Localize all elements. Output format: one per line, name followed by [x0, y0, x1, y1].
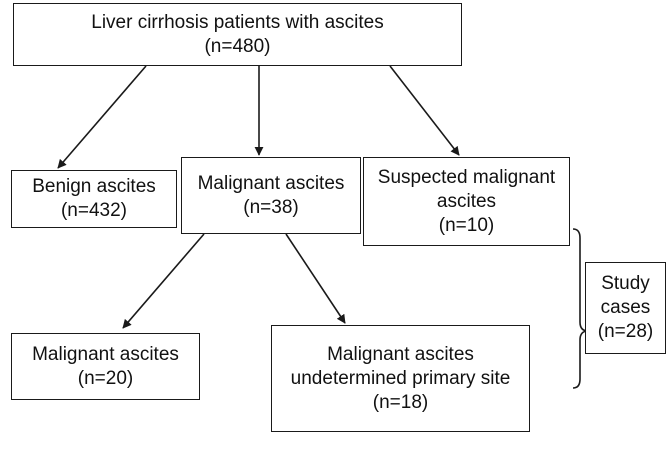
malignant-unknown-label-cont: undetermined primary site	[290, 367, 511, 389]
malignant-ascites-node: Malignant ascites (n=38)	[181, 157, 361, 234]
root-node-title: Liver cirrhosis patients with ascites	[91, 11, 384, 33]
suspected-malignant-node: Suspected malignant ascites (n=10)	[363, 157, 570, 246]
arrow-root-to-suspected	[389, 65, 460, 156]
study-cases-label: Study	[601, 273, 650, 294]
malignant-known-count: (n=20)	[77, 367, 134, 389]
arrow-root-to-benign	[57, 65, 147, 169]
study-cases-node: Study cases (n=28)	[585, 262, 666, 354]
study-cases-count: (n=28)	[597, 321, 654, 342]
benign-ascites-count: (n=432)	[60, 200, 128, 221]
malignant-unknown-count: (n=18)	[372, 391, 429, 413]
malignant-unknown-label: Malignant ascites	[327, 343, 474, 365]
study-cases-label-cont: cases	[600, 297, 651, 318]
root-node-count: (n=480)	[204, 35, 271, 57]
suspected-malignant-label-cont: ascites	[436, 190, 497, 212]
suspected-malignant-count: (n=10)	[438, 214, 495, 236]
malignant-known-label: Malignant ascites	[32, 343, 179, 365]
malignant-ascites-count: (n=38)	[243, 196, 299, 218]
malignant-known-node: Malignant ascites (n=20)	[11, 333, 200, 400]
arrow-malignant-to-unknown	[285, 233, 346, 324]
arrow-malignant-to-known	[122, 233, 205, 329]
suspected-malignant-label: Suspected malignant	[377, 166, 556, 188]
root-node: Liver cirrhosis patients with ascites (n…	[13, 3, 462, 66]
malignant-unknown-node: Malignant ascites undetermined primary s…	[271, 325, 530, 432]
malignant-ascites-label: Malignant ascites	[197, 172, 345, 194]
benign-ascites-node: Benign ascites (n=432)	[11, 170, 177, 228]
benign-ascites-label: Benign ascites	[32, 176, 156, 197]
